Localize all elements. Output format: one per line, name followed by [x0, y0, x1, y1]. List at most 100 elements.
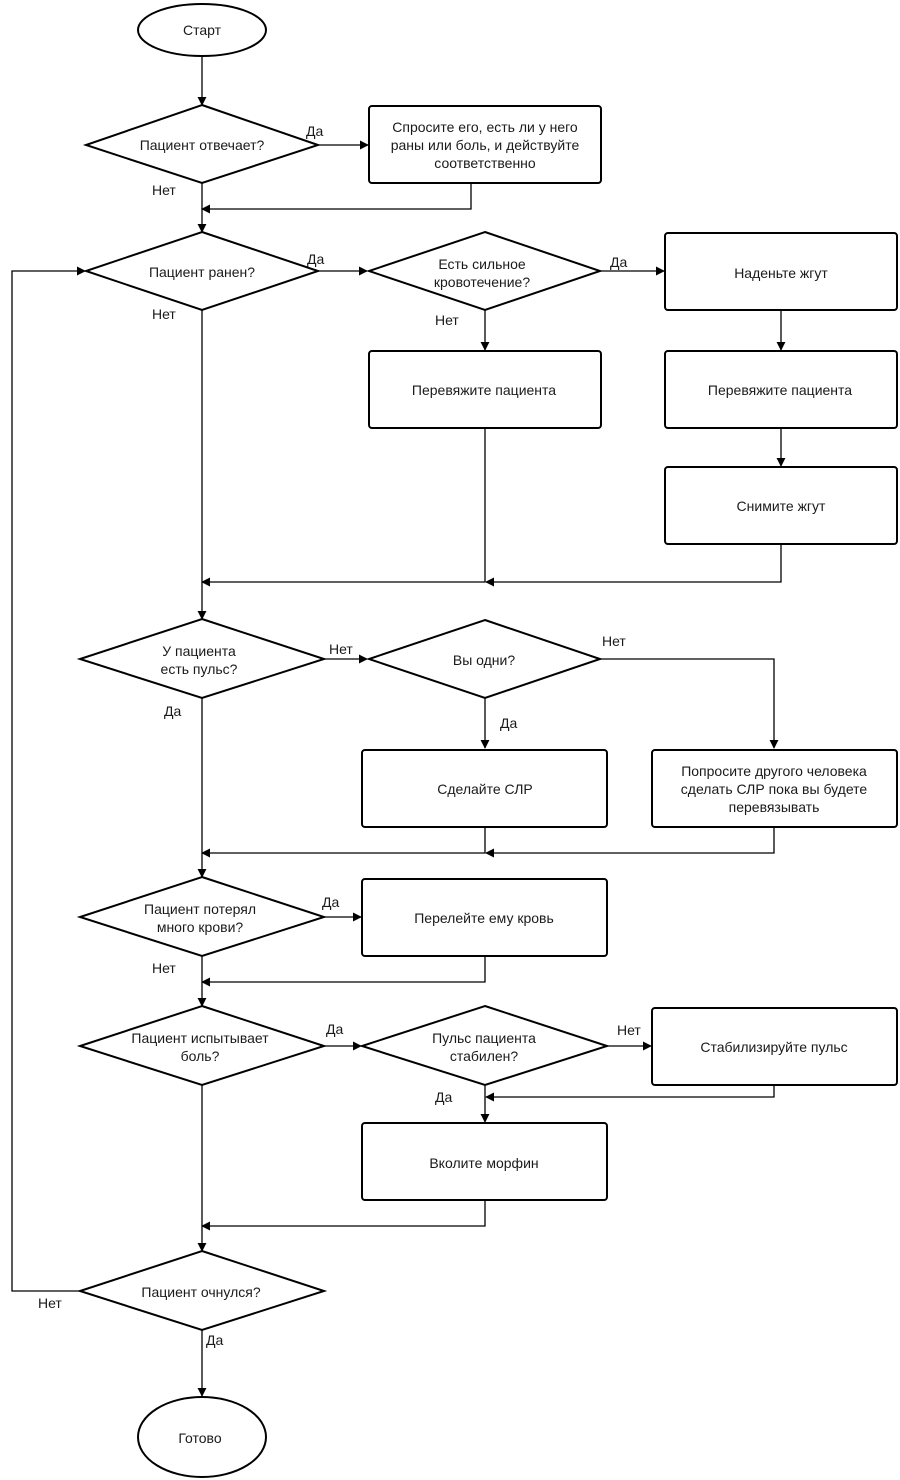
node-texts: Старт Пациент отвечает? Спросите его, ес… [131, 22, 867, 1446]
transfuse-process [361, 878, 608, 957]
stabilize-label: Стабилизируйте пульс [700, 1039, 847, 1055]
node-text-line: Попросите другого человека [681, 763, 867, 779]
awake-no-label: Нет [38, 1295, 62, 1311]
tourniquet-off-label: Снимите жгут [737, 498, 827, 514]
tourniquet-on-label: Наденьте жгут [734, 265, 828, 281]
shapes [76, 3, 898, 1478]
alone-label: Вы одни? [453, 652, 515, 668]
node-text-line: перевязывать [729, 799, 820, 815]
pain-label: Пациент испытывает боль? [131, 1030, 269, 1064]
transfuse-label: Перелейте ему кровь [414, 910, 554, 926]
morphine-label: Вколите морфин [429, 1155, 538, 1171]
done-label: Готово [178, 1430, 221, 1446]
bleeding-no-label: Нет [435, 312, 459, 328]
node-text-line: Старт [183, 22, 222, 38]
injured-label: Пациент ранен? [149, 264, 255, 280]
edge-alone-no [600, 658, 779, 749]
awake-label: Пациент очнулся? [141, 1284, 260, 1300]
injured-no-label: Нет [152, 306, 176, 322]
node-text-line: стабилен? [450, 1048, 519, 1064]
done-terminal [137, 1396, 267, 1478]
node-text-line: есть пульс? [161, 661, 238, 677]
node-text-line: сделать СЛР пока вы будете [681, 781, 868, 797]
edge-bandage-a-merge [201, 428, 486, 587]
node-text-line: У пациента [162, 643, 236, 659]
bandage-b-process [664, 350, 898, 429]
bandage-b-label: Перевяжите пациента [708, 382, 852, 398]
stable-decision [358, 1004, 611, 1087]
stable-no-label: Нет [617, 1022, 641, 1038]
stabilize-process [651, 1007, 898, 1086]
bleeding-decision [365, 230, 604, 312]
node-text-line: Пациент ранен? [149, 264, 255, 280]
node-text-line: Готово [178, 1430, 221, 1446]
stable-yes-label: Да [435, 1089, 452, 1105]
alone-no-label: Нет [602, 633, 626, 649]
start-label: Старт [183, 22, 222, 38]
node-text-line: Снимите жгут [737, 498, 827, 514]
pulse-decision [76, 617, 328, 700]
node-text-line: соответственно [434, 155, 536, 171]
pulse-label: У пациента есть пульс? [161, 643, 238, 677]
bandage-a-label: Перевяжите пациента [412, 382, 556, 398]
node-text-line: много крови? [157, 919, 244, 935]
bandage-a-process [368, 350, 602, 429]
injured-decision [82, 230, 322, 312]
edge-ask-wounds-merge [201, 183, 472, 214]
connectors [11, 56, 786, 1397]
edge-stabilize-merge [485, 1085, 775, 1102]
pain-decision [76, 1004, 328, 1087]
node-text-line: Перелейте ему кровь [414, 910, 554, 926]
edge-labels: Да Нет Да Нет Да Нет Нет Да Нет Да Да Не… [38, 123, 641, 1348]
node-text-line: боль? [181, 1048, 220, 1064]
edge-morphine-merge [201, 1200, 486, 1231]
tourniquet-on-process [664, 232, 898, 311]
node-text-line: Пациент очнулся? [141, 1284, 260, 1300]
injured-yes-label: Да [307, 251, 324, 267]
edge-remove-merge [485, 544, 782, 587]
blood-loss-decision [76, 875, 328, 958]
node-text-line: Перевяжите пациента [412, 382, 556, 398]
bleeding-label: Есть сильное кровотечение? [434, 256, 530, 290]
node-text-line: кровотечение? [434, 274, 530, 290]
blood-no-label: Нет [152, 960, 176, 976]
ask-other-process [651, 749, 898, 828]
node-text-line: Пациент отвечает? [140, 137, 265, 153]
alone-decision [365, 618, 604, 700]
awake-decision [76, 1249, 328, 1332]
cpr-process [361, 749, 608, 828]
ask-other-label: Попросите другого человека сделать СЛР по… [681, 763, 868, 815]
tourniquet-off-process [664, 466, 898, 545]
alone-yes-label: Да [500, 715, 517, 731]
blood-yes-label: Да [322, 894, 339, 910]
node-text-line: Перевяжите пациента [708, 382, 852, 398]
node-text-line: Пациент испытывает [131, 1030, 269, 1046]
node-text-line: Спросите его, есть ли у него [392, 119, 578, 135]
edge-transfuse-merge [201, 956, 486, 987]
responds-yes-label: Да [306, 123, 323, 139]
pain-yes-label: Да [326, 1021, 343, 1037]
edge-awake-no-loop [11, 266, 86, 1292]
node-text-line: Наденьте жгут [734, 265, 828, 281]
responds-label: Пациент отвечает? [140, 137, 265, 153]
pulse-yes-label: Да [164, 703, 181, 719]
ask-wounds-process [368, 105, 602, 184]
bleeding-yes-label: Да [610, 254, 627, 270]
edge-ask-other-merge [485, 827, 775, 858]
responds-no-label: Нет [152, 182, 176, 198]
pulse-no-label: Нет [329, 641, 353, 657]
node-text-line: Вы одни? [453, 652, 515, 668]
ask-wounds-label: Спросите его, есть ли у него раны или бол… [391, 119, 580, 171]
awake-yes-label: Да [206, 1332, 223, 1348]
node-text-line: Есть сильное [438, 256, 526, 272]
morphine-process [361, 1122, 608, 1201]
node-text-line: Сделайте СЛР [437, 781, 532, 797]
node-text-line: Стабилизируйте пульс [700, 1039, 847, 1055]
node-text-line: раны или боль, и действуйте [391, 137, 580, 153]
edge-cpr-merge [201, 827, 486, 858]
cpr-label: Сделайте СЛР [437, 781, 532, 797]
responds-decision [82, 103, 322, 185]
node-text-line: Пациент потерял [144, 901, 256, 917]
